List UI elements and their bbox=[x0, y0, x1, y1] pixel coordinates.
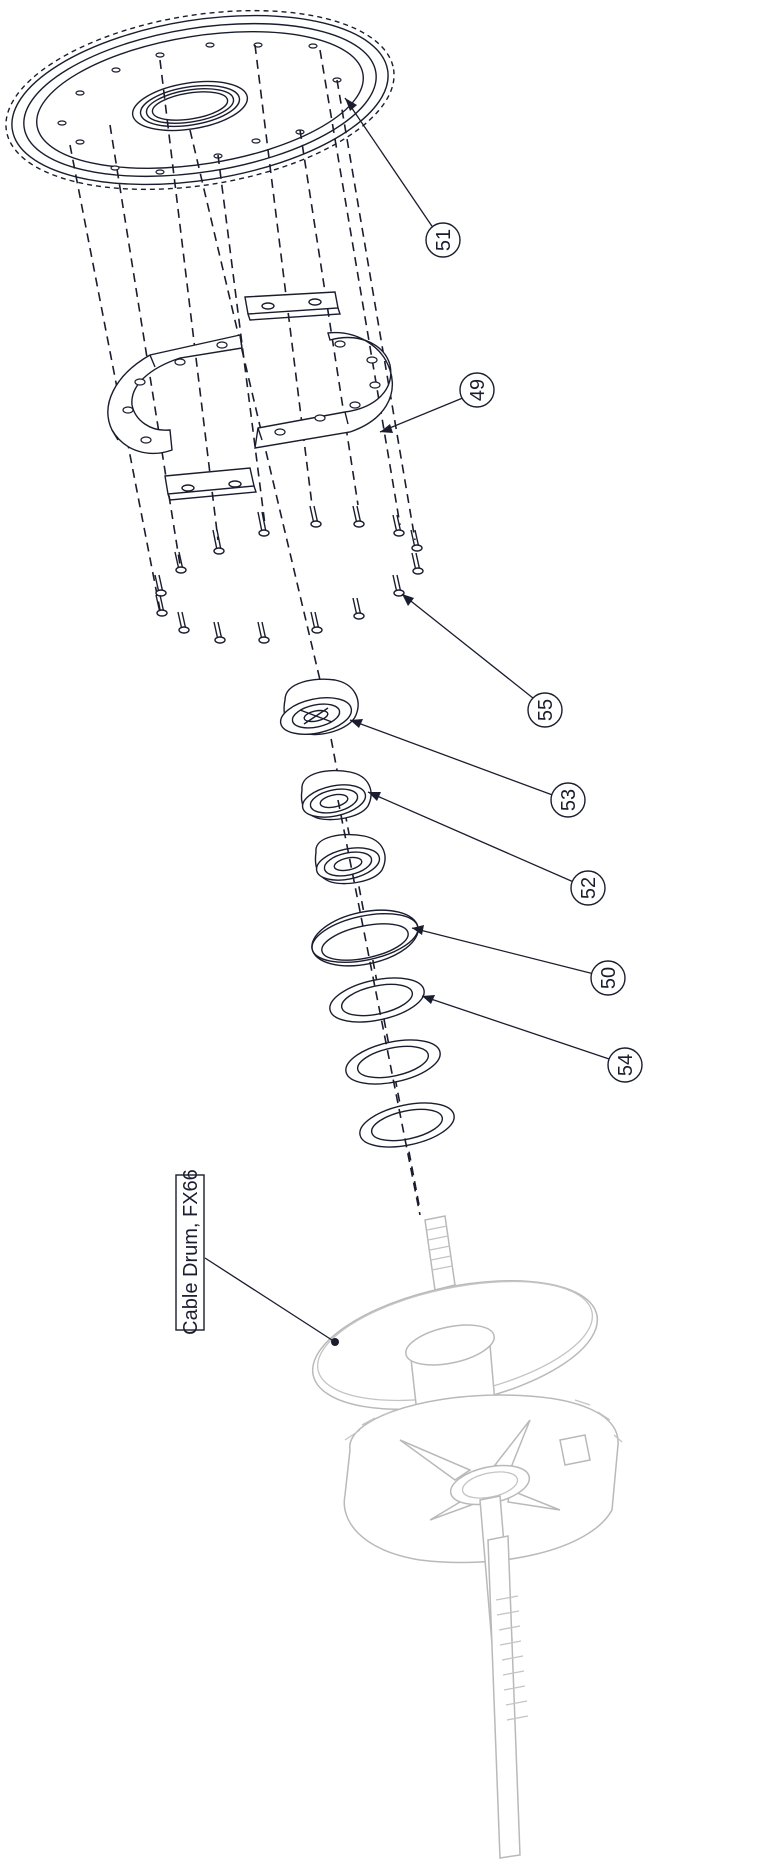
callout-53: 53 bbox=[550, 782, 586, 818]
washers-part-54 bbox=[329, 977, 455, 1148]
callout-number: 54 bbox=[615, 1054, 637, 1076]
part-label-cable-drum: Cable Drum, FX66 bbox=[175, 1169, 205, 1335]
label-box bbox=[175, 1174, 205, 1331]
callout-number: 52 bbox=[578, 877, 600, 899]
callout-bubble bbox=[459, 372, 495, 408]
callout-bubble bbox=[425, 222, 461, 258]
callout-bubble bbox=[570, 870, 606, 906]
callout-number: 50 bbox=[598, 967, 620, 989]
callout-bubble bbox=[590, 960, 626, 996]
bearing-housing-part-53 bbox=[279, 678, 359, 736]
callout-50: 50 bbox=[590, 960, 626, 996]
bearings-part-52 bbox=[300, 769, 386, 885]
assembly-axis-lines bbox=[69, 44, 421, 1211]
screws-part-55 bbox=[154, 505, 424, 644]
callout-bubble bbox=[607, 1047, 643, 1083]
callout-55: 55 bbox=[527, 692, 563, 728]
callout-52: 52 bbox=[570, 870, 606, 906]
callout-number: 49 bbox=[467, 379, 489, 401]
callout-bubble bbox=[550, 782, 586, 818]
callout-49: 49 bbox=[459, 372, 495, 408]
clamp-segments-part-49 bbox=[107, 291, 393, 501]
callout-54: 54 bbox=[607, 1047, 643, 1083]
label-text: Cable Drum, FX66 bbox=[180, 1169, 202, 1335]
callout-number: 53 bbox=[558, 789, 580, 811]
cable-drum-ghost bbox=[311, 1215, 623, 1859]
callout-number: 51 bbox=[433, 229, 455, 251]
sprocket-plate-part-51 bbox=[5, 9, 395, 191]
callout-bubble bbox=[527, 692, 563, 728]
leader-lines bbox=[204, 97, 622, 1346]
central-axis bbox=[337, 799, 421, 1216]
callout-number: 55 bbox=[535, 699, 557, 721]
callout-51: 51 bbox=[425, 222, 461, 258]
